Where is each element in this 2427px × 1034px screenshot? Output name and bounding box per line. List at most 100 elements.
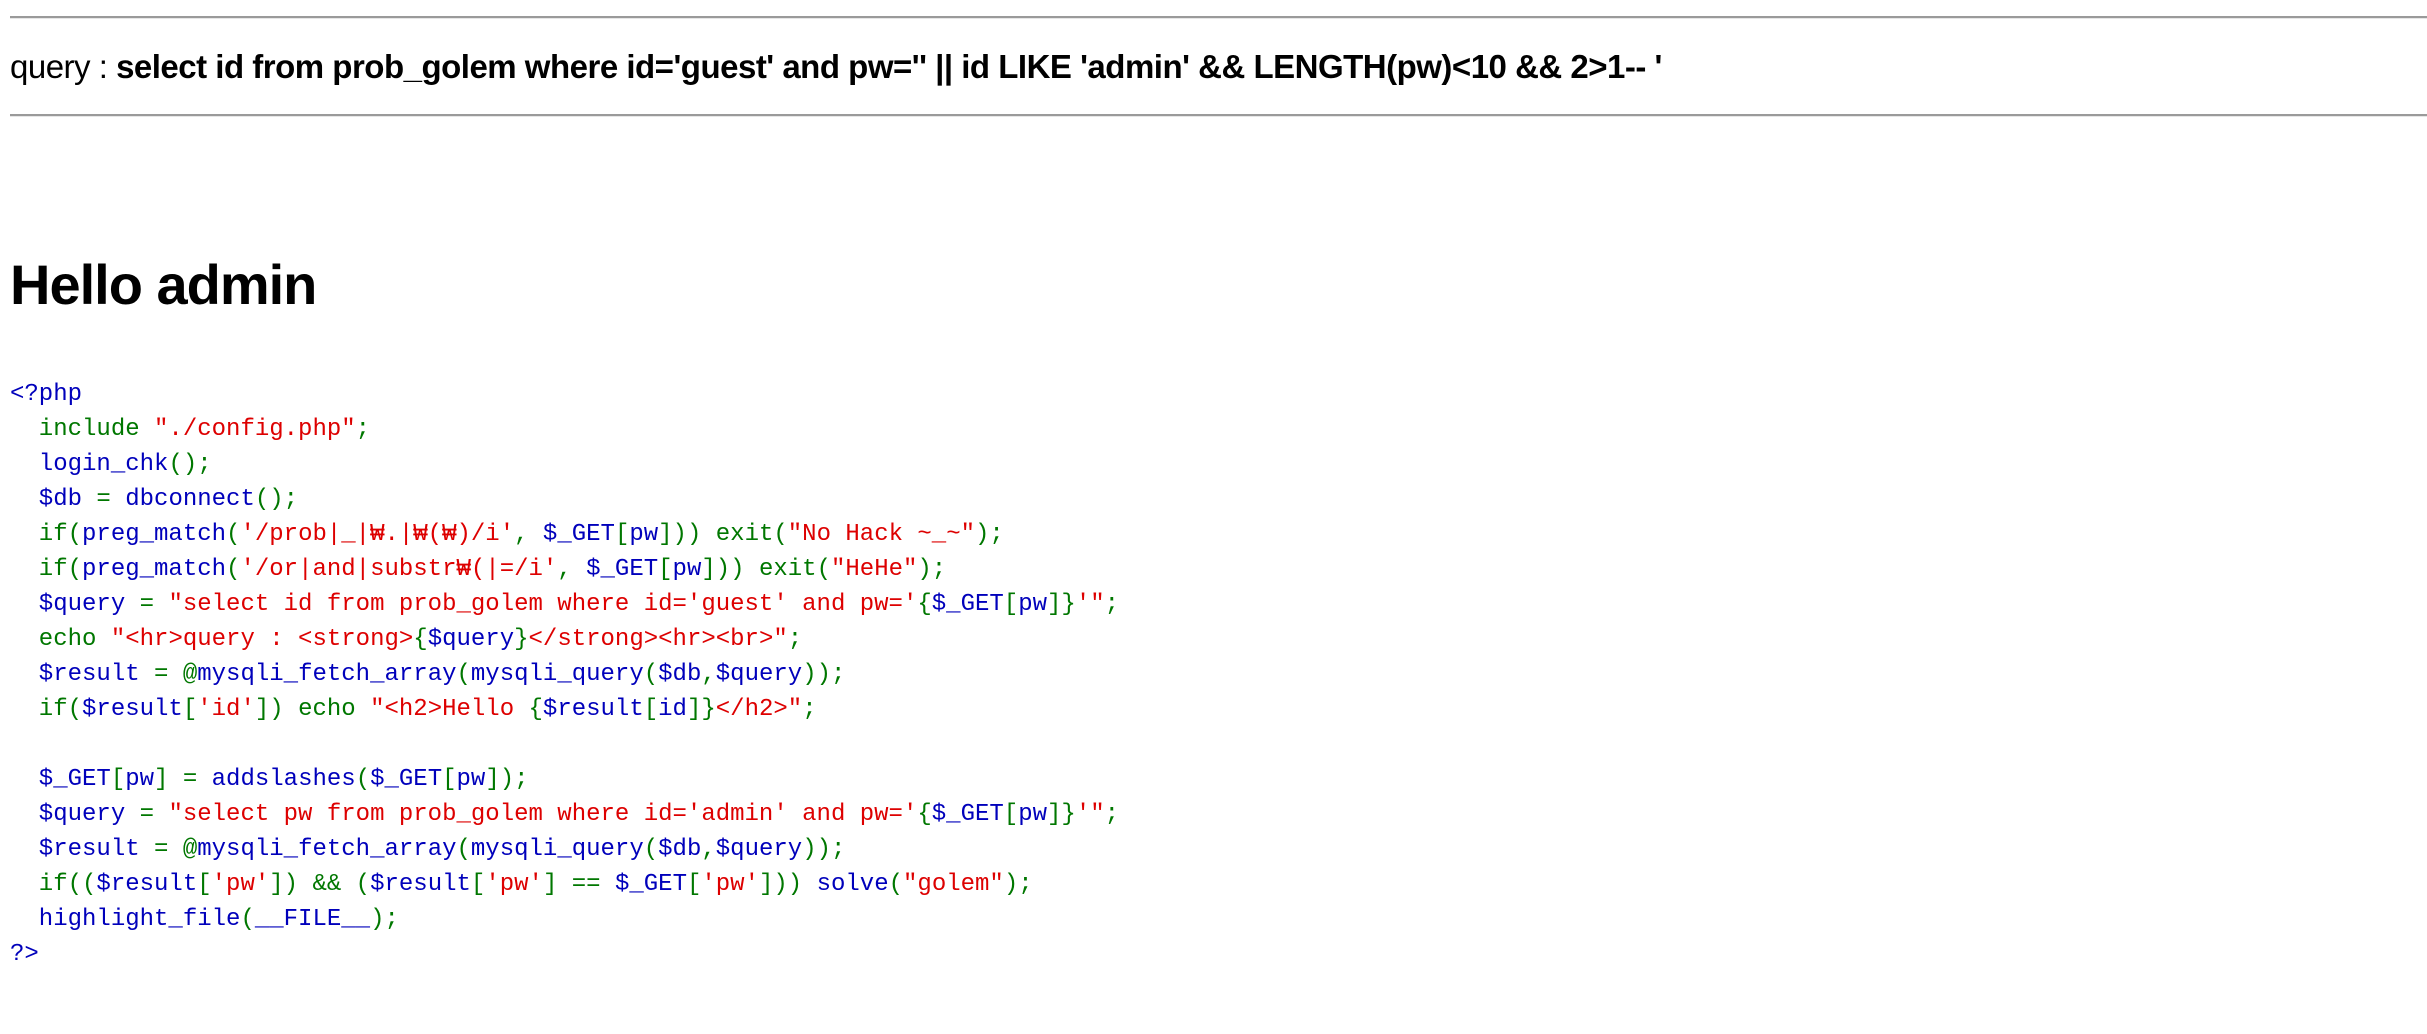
code-token: ; <box>787 626 803 653</box>
code-token: '/prob|_|₩.|₩(₩)/i' <box>240 521 515 548</box>
code-token: [ <box>442 766 457 793</box>
code-token: [ <box>197 871 212 898</box>
code-token: ]) && ( <box>269 871 371 898</box>
code-token: } <box>514 626 529 653</box>
horizontal-rule-bottom <box>10 114 2427 117</box>
code-token: ] == <box>542 871 615 898</box>
code-token: = <box>139 801 169 828</box>
code-line: echo "<hr>query : <strong>{$query}</stro… <box>10 622 1119 657</box>
code-token: preg_match <box>82 556 227 583</box>
code-line: $query = "select id from prob_golem wher… <box>10 587 1119 622</box>
code-token: = @ <box>154 836 198 863</box>
code-token: [ <box>182 696 198 723</box>
code-line: highlight_file(__FILE__); <box>10 902 1119 937</box>
code-token: $_GET <box>931 591 1004 618</box>
code-line: if(preg_match('/prob|_|₩.|₩(₩)/i', $_GET… <box>10 517 1119 552</box>
code-token: ); <box>1003 871 1033 898</box>
code-token: </strong><hr><br>" <box>528 626 788 653</box>
code-token: [ <box>470 871 486 898</box>
hello-heading: Hello admin <box>10 253 317 316</box>
code-token: $_GET <box>10 766 111 793</box>
code-token: { <box>917 801 932 828</box>
code-token: ( <box>355 766 371 793</box>
code-token: ( <box>240 906 255 933</box>
code-token: if( <box>10 696 83 723</box>
code-token: $db <box>658 661 702 688</box>
code-token: "No Hack ~_~" <box>787 521 976 548</box>
code-token: $_GET <box>586 556 659 583</box>
code-token: , <box>701 836 716 863</box>
code-token: ( <box>226 556 241 583</box>
code-line: if(preg_match('/or|and|substr₩(|=/i', $_… <box>10 552 1119 587</box>
code-token: if( <box>10 521 83 548</box>
code-token: ]) echo <box>254 696 371 723</box>
code-token: $query <box>715 836 803 863</box>
code-token: { <box>917 591 932 618</box>
code-token: $result <box>82 696 183 723</box>
code-line: if($result['id']) echo "<h2>Hello {$resu… <box>10 692 1119 727</box>
code-token: solve <box>816 871 889 898</box>
code-token: ( <box>888 871 904 898</box>
code-token: if( <box>10 556 83 583</box>
code-token: ); <box>370 906 399 933</box>
code-token: { <box>528 696 543 723</box>
code-token: '/or|and|substr₩(|=/i' <box>240 556 558 583</box>
code-line: $result = @mysqli_fetch_array(mysqli_que… <box>10 657 1119 692</box>
query-label: query : <box>10 48 117 85</box>
code-token: 'pw' <box>701 871 759 898</box>
code-line: $db = dbconnect(); <box>10 482 1119 517</box>
code-line: $result = @mysqli_fetch_array(mysqli_que… <box>10 832 1119 867</box>
code-token: )); <box>802 661 846 688</box>
code-token: "select id from prob_golem where id='gue… <box>168 591 918 618</box>
code-line <box>10 727 1119 762</box>
code-token: $db <box>658 836 702 863</box>
code-token: [ <box>110 766 126 793</box>
code-token: ]} <box>1047 801 1076 828</box>
code-token: "<h2>Hello <box>370 696 529 723</box>
code-token: pw <box>629 521 659 548</box>
code-token: , <box>701 661 716 688</box>
code-token: [ <box>1003 591 1019 618</box>
code-token: ; <box>1104 591 1120 618</box>
code-token: "select pw from prob_golem where id='adm… <box>168 801 918 828</box>
code-token: $_GET <box>614 871 687 898</box>
code-token: ?> <box>10 941 39 968</box>
code-token: [ <box>614 521 630 548</box>
code-token: "./config.php" <box>154 416 356 443</box>
query-output: query : select id from prob_golem where … <box>10 48 1662 86</box>
code-token: 'id' <box>197 696 255 723</box>
code-token: $_GET <box>370 766 443 793</box>
code-token: pw <box>1018 801 1047 828</box>
code-token: = <box>139 591 169 618</box>
code-token: include <box>10 416 155 443</box>
php-source-code: <?php include "./config.php"; login_chk(… <box>10 377 1119 972</box>
horizontal-rule-top <box>10 16 2427 19</box>
code-token: $query <box>10 801 140 828</box>
code-line: $_GET[pw] = addslashes($_GET[pw]); <box>10 762 1119 797</box>
code-token: { <box>413 626 428 653</box>
code-token: $query <box>427 626 515 653</box>
code-token: $query <box>10 591 140 618</box>
code-token: <?php <box>10 381 83 408</box>
code-token: ])) <box>758 871 817 898</box>
query-text: select id from prob_golem where id='gues… <box>116 48 1662 85</box>
code-token: ); <box>917 556 947 583</box>
code-token: $query <box>715 661 803 688</box>
code-token: ]} <box>1047 591 1076 618</box>
code-token: login_chk <box>10 451 169 478</box>
code-token: dbconnect <box>125 486 255 513</box>
code-line: login_chk(); <box>10 447 1119 482</box>
code-token: , <box>514 521 543 548</box>
code-line: ?> <box>10 937 1119 972</box>
code-token: "<hr>query : <strong> <box>110 626 414 653</box>
code-token: )); <box>802 836 846 863</box>
code-token: ; <box>1104 801 1120 828</box>
code-token: $result <box>542 696 644 723</box>
code-token: pw <box>1018 591 1047 618</box>
code-token: $_GET <box>542 521 615 548</box>
code-token: echo <box>10 626 111 653</box>
code-token: ] = <box>154 766 212 793</box>
code-token: $_GET <box>931 801 1004 828</box>
code-token: $result <box>370 871 471 898</box>
code-token: [ <box>1003 801 1019 828</box>
